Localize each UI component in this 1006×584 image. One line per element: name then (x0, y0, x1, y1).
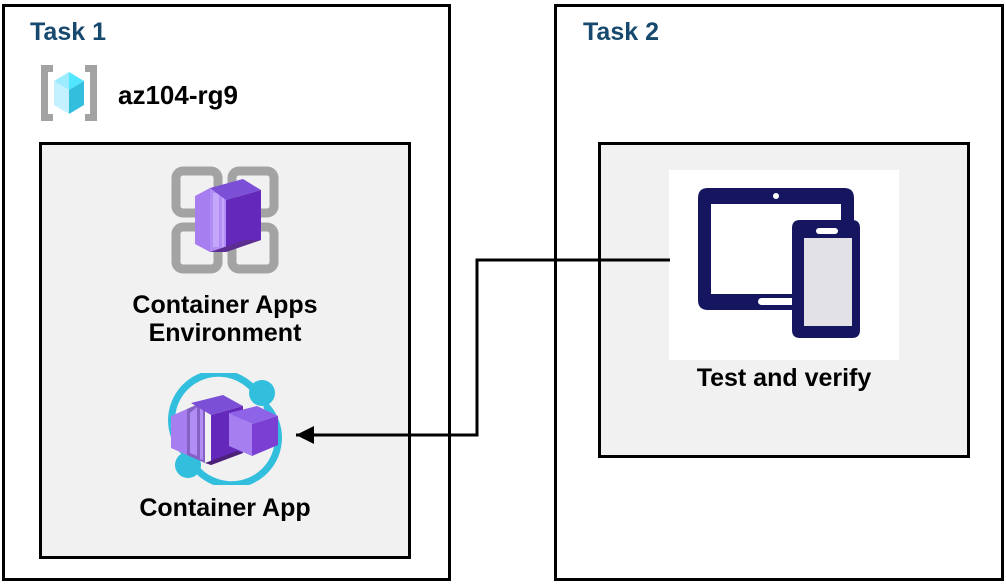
resource-group-icon (36, 62, 102, 129)
test-and-verify-node: Test and verify (598, 170, 970, 392)
task-2-label: Task 2 (583, 18, 659, 46)
resource-group-header: az104-rg9 (36, 62, 238, 129)
test-and-verify-caption: Test and verify (696, 364, 872, 392)
container-app-node: Container App (39, 369, 411, 522)
devices-test-icon (686, 180, 882, 351)
container-apps-environment-node: Container Apps Environment (39, 160, 411, 347)
resource-group-name: az104-rg9 (118, 80, 238, 110)
container-app-icon (157, 369, 293, 490)
container-apps-environment-caption: Container Apps Environment (132, 291, 318, 347)
test-and-verify-icon-background (669, 170, 899, 360)
container-apps-environment-icon (163, 160, 287, 287)
container-app-caption: Container App (139, 494, 311, 522)
task-1-label: Task 1 (30, 18, 106, 46)
